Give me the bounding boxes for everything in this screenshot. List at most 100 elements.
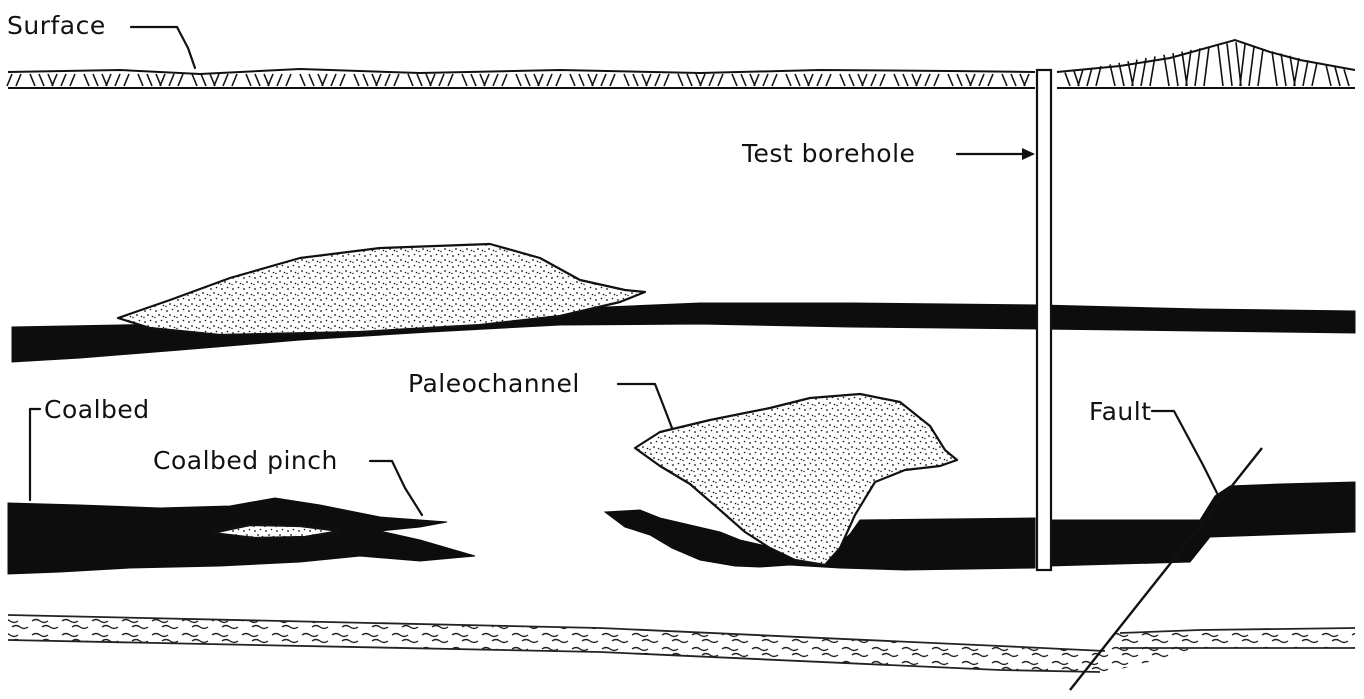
surface-hatch-mark — [178, 74, 183, 86]
surface-hatch-mark — [1002, 74, 1007, 86]
surface-hatch-mark — [1303, 60, 1308, 86]
surface-hatch-mark — [934, 74, 939, 86]
surface-hatch-mark — [84, 74, 89, 86]
surface-hatch-mark — [1065, 73, 1070, 86]
label-test-borehole: Test borehole — [741, 139, 1035, 168]
surface-hatch-mark — [1258, 49, 1263, 86]
surface-hatch-mark — [331, 74, 336, 86]
surface-hatch-mark — [192, 74, 197, 86]
surface-hatch-mark — [1240, 45, 1245, 87]
surface-hatch-mark — [516, 74, 521, 86]
surface-hatch-mark — [39, 74, 44, 86]
svg-text:Surface: Surface — [7, 11, 106, 40]
surface-hatch-mark — [223, 74, 228, 86]
surface-hatch-mark — [1249, 47, 1254, 86]
surface-hatch-mark — [322, 74, 327, 86]
surface-hatch-mark — [556, 74, 561, 86]
surface-hatch-mark — [201, 74, 206, 86]
surface-hatch-mark — [138, 74, 143, 86]
label-paleochannel: Paleochannel — [408, 369, 672, 428]
surface-hatch-mark — [394, 74, 399, 86]
surface-hatch-mark — [1227, 43, 1232, 86]
surface-hatch-mark — [1078, 69, 1083, 86]
surface-hatch-mark — [439, 74, 444, 86]
surface-hatch-mark — [957, 74, 962, 86]
surface-hatch-mark — [808, 74, 813, 86]
surface-hatch-mark — [880, 74, 885, 86]
surface-hatch-mark — [871, 74, 876, 86]
svg-text:Fault: Fault — [1089, 397, 1152, 426]
svg-text:Coalbed: Coalbed — [44, 395, 150, 424]
surface-hatch-mark — [16, 74, 21, 86]
surface-hatch-mark — [1011, 74, 1016, 86]
surface-hatch-mark — [1173, 53, 1178, 86]
surface-hatch-mark — [124, 74, 129, 86]
surface-hatch-mark — [1204, 47, 1209, 86]
surface-hatch-mark — [894, 74, 899, 86]
surface-hatch-mark — [592, 74, 597, 86]
surface-hatch-mark — [817, 74, 822, 86]
surface-hatch-mark — [610, 74, 615, 86]
surface-hatch-mark — [709, 74, 714, 86]
surface-hatch-mark — [840, 74, 845, 86]
surface-hatch-mark — [354, 74, 359, 86]
surface-hatch-mark — [309, 74, 314, 86]
surface-hatch-mark — [502, 74, 507, 86]
surface-hatch-mark — [826, 74, 831, 86]
surface-hatch-mark — [1281, 54, 1286, 87]
surface-hatch-mark — [1344, 69, 1349, 86]
surface-hatch-mark — [484, 74, 489, 86]
ground-surface — [7, 40, 1355, 88]
test-borehole — [1037, 70, 1051, 570]
surface-hatch-mark — [93, 74, 98, 86]
surface-hatch-mark — [1312, 63, 1317, 87]
svg-text:Coalbed pinch: Coalbed pinch — [153, 446, 338, 475]
surface-hatch-mark — [538, 74, 543, 86]
label-surface: Surface — [7, 11, 195, 68]
surface-hatch-mark — [246, 74, 251, 86]
surface-hatch-mark — [417, 74, 422, 86]
surface-hatch-mark — [268, 74, 273, 86]
surface-hatch-mark — [948, 74, 953, 86]
surface-hatch-mark — [255, 74, 260, 86]
surface-hatch-mark — [772, 74, 777, 86]
surface-hatch-mark — [340, 74, 345, 86]
surface-hatch-mark — [408, 74, 413, 86]
surface-hatch-mark — [277, 74, 282, 86]
surface-hatch-mark — [970, 74, 975, 86]
label-fault: Fault — [1089, 397, 1218, 495]
svg-text:Paleochannel: Paleochannel — [408, 369, 580, 398]
surface-hatch-mark — [700, 74, 705, 86]
surface-hatch-mark — [471, 74, 476, 86]
surface-hatch-mark — [1186, 50, 1191, 86]
surface-hatch-mark — [916, 74, 921, 86]
surface-hatch-mark — [988, 74, 993, 86]
surface-hatch-mark — [1326, 65, 1331, 86]
surface-hatch-mark — [633, 74, 638, 86]
surface-hatch-mark — [1218, 45, 1223, 86]
surface-hatch-mark — [61, 74, 66, 86]
surface-hatch-mark — [169, 74, 174, 86]
surface-hatch-mark — [786, 74, 791, 86]
surface-hatch-mark — [147, 74, 152, 86]
surface-hatch-mark — [1335, 67, 1340, 86]
surface-hatch-mark — [763, 74, 768, 86]
label-coalbed: Coalbed — [30, 395, 150, 500]
surface-hatch-mark — [903, 74, 908, 86]
surface-hatch-mark — [547, 74, 552, 86]
surface-hatch-mark — [655, 74, 660, 86]
surface-hatch-mark — [1195, 48, 1200, 86]
surface-hatch-mark — [160, 74, 165, 86]
shale-band — [8, 615, 1355, 672]
surface-hatch-mark — [1024, 74, 1029, 86]
surface-hatch-mark — [646, 74, 651, 86]
surface-hatch-mark — [493, 74, 498, 86]
surface-hatch-mark — [52, 74, 57, 86]
surface-hatch-mark — [795, 74, 800, 86]
surface-hatch-mark — [678, 74, 683, 86]
surface-hatch-mark — [664, 74, 669, 86]
surface-hatch-mark — [579, 74, 584, 86]
surface-hatch-mark — [7, 74, 12, 86]
surface-hatch-mark — [979, 74, 984, 86]
